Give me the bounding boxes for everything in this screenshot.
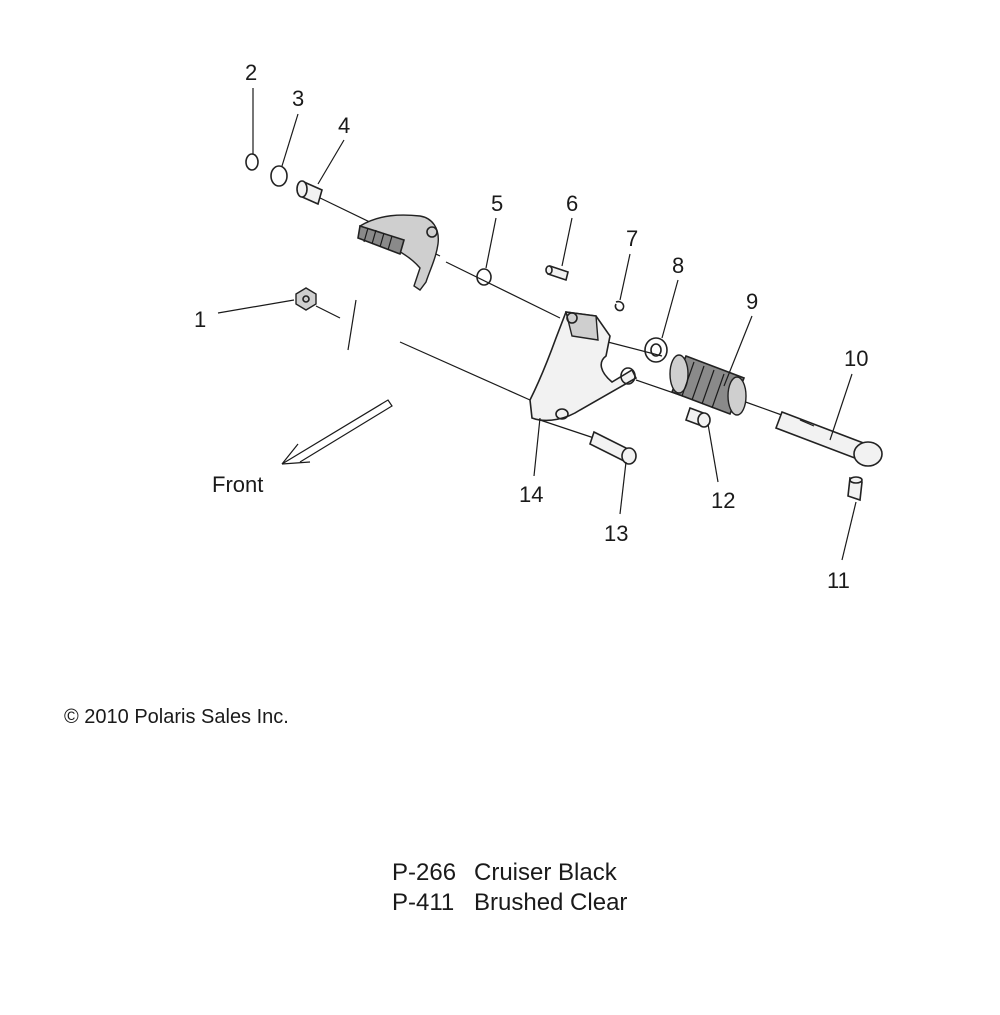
- part-clip: [614, 300, 625, 312]
- part-washer: [270, 165, 288, 187]
- callout-9: 9: [746, 289, 758, 314]
- callout-11: 11: [827, 568, 850, 593]
- part-short-bolt: [684, 406, 711, 428]
- callout-5: 5: [491, 191, 503, 216]
- part-set-screw: [847, 476, 863, 502]
- leader-lines: [217, 88, 857, 561]
- finish-code: P-411: [392, 889, 455, 916]
- part-large-washer: [644, 337, 668, 363]
- copyright-notice: © 2010 Polaris Sales Inc.: [64, 706, 289, 728]
- finish-name: Brushed Clear: [474, 889, 628, 916]
- front-arrow-icon: [281, 399, 393, 465]
- callout-1: 1: [194, 307, 206, 332]
- callout-12: 12: [711, 488, 735, 513]
- finish-name: Cruiser Black: [474, 859, 617, 886]
- part-pin: [545, 264, 569, 282]
- finish-row: P-411 Brushed Clear: [392, 888, 627, 918]
- part-clevis-pin: [774, 410, 883, 467]
- part-bracket: [529, 311, 638, 422]
- front-label: Front: [212, 472, 263, 497]
- part-o-ring: [476, 268, 492, 286]
- part-shift-lever: [357, 214, 439, 291]
- part-long-bolt: [589, 430, 637, 465]
- callout-6: 6: [566, 191, 578, 216]
- part-retaining-ring: [245, 153, 259, 171]
- callout-14: 14: [519, 482, 543, 507]
- callout-2: 2: [245, 60, 257, 85]
- part-bushing: [296, 180, 323, 206]
- callout-13: 13: [604, 521, 628, 546]
- finish-row: P-266 Cruiser Black: [392, 858, 627, 888]
- callout-7: 7: [626, 226, 638, 251]
- callout-3: 3: [292, 86, 304, 111]
- part-nut: [295, 287, 317, 311]
- callout-10: 10: [844, 346, 868, 371]
- callout-labels: 2 3 4 1 5 6 7 8 9 10 11 12 13 14 Front: [194, 60, 868, 593]
- finish-codes-list: P-266 Cruiser Black P-411 Brushed Clear: [392, 858, 627, 918]
- callout-8: 8: [672, 253, 684, 278]
- callout-4: 4: [338, 113, 350, 138]
- finish-code: P-266: [392, 859, 457, 886]
- part-peg-rubber: [669, 354, 747, 416]
